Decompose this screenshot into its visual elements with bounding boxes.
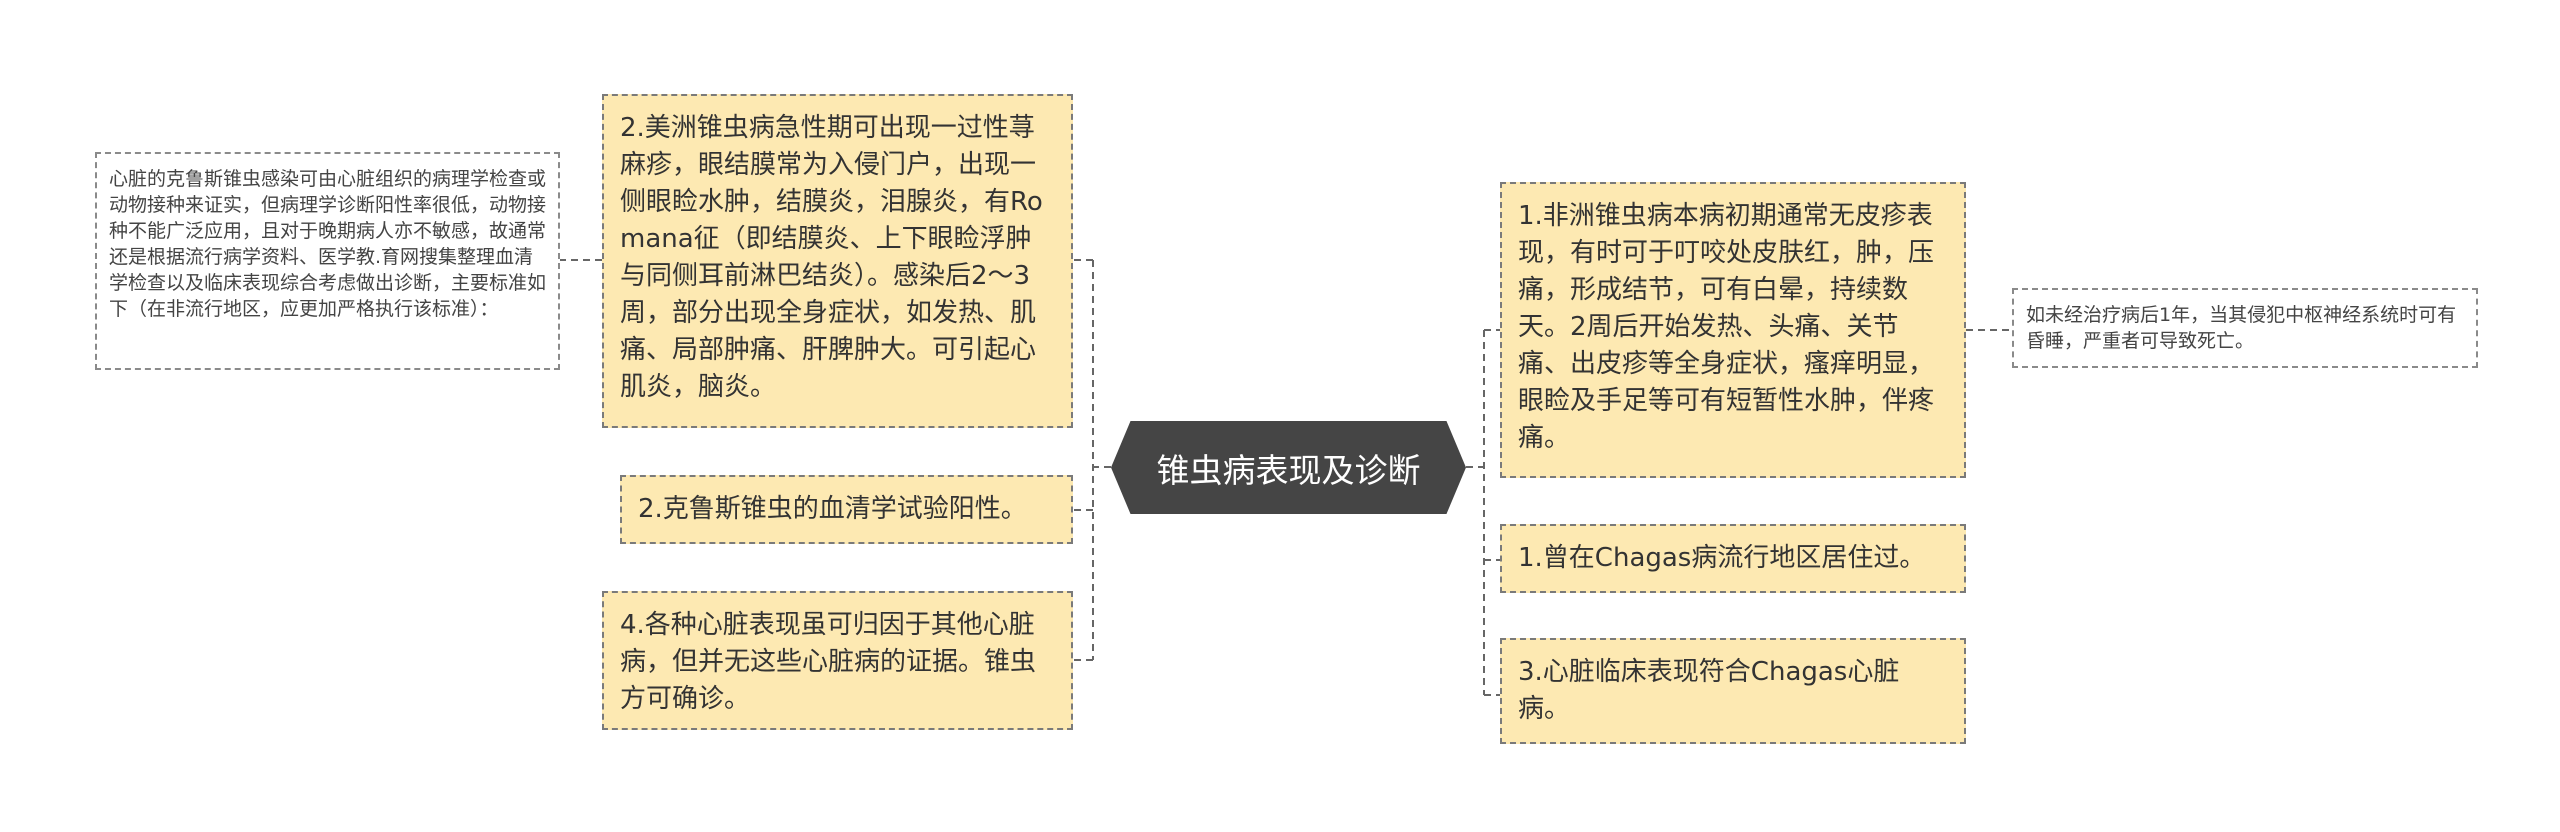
central-topic-label: 锥虫病表现及诊断 [1156, 450, 1421, 490]
left-node-serology: 2.克鲁斯锥虫的血清学试验阳性。 [620, 475, 1073, 544]
left-note-node: 心脏的克鲁斯锥虫感染可由心脏组织的病理学检查或动物接种来证实，但病理学诊断阳性率… [95, 152, 560, 370]
right-node-chagas-cardiac: 3.心脏临床表现符合Chagas心脏病。 [1500, 638, 1966, 744]
right-note-node: 如未经治疗病后1年，当其侵犯中枢神经系统时可有昏睡，严重者可导致死亡。 [2012, 288, 2478, 368]
right-node-african-trypanosomiasis: 1.非洲锥虫病本病初期通常无皮疹表现，有时可于叮咬处皮肤红，肿，压痛，形成结节，… [1500, 182, 1966, 478]
left-node-american-trypanosomiasis: 2.美洲锥虫病急性期可出现一过性荨麻疹，眼结膜常为入侵门户，出现一侧眼睑水肿，结… [602, 94, 1073, 428]
left-node-cardiac-exclusion: 4.各种心脏表现虽可归因于其他心脏病，但并无这些心脏病的证据。锥虫方可确诊。 [602, 591, 1073, 730]
right-node-chagas-residence: 1.曾在Chagas病流行地区居住过。 [1500, 524, 1966, 593]
central-topic: 锥虫病表现及诊断 [1111, 421, 1466, 514]
